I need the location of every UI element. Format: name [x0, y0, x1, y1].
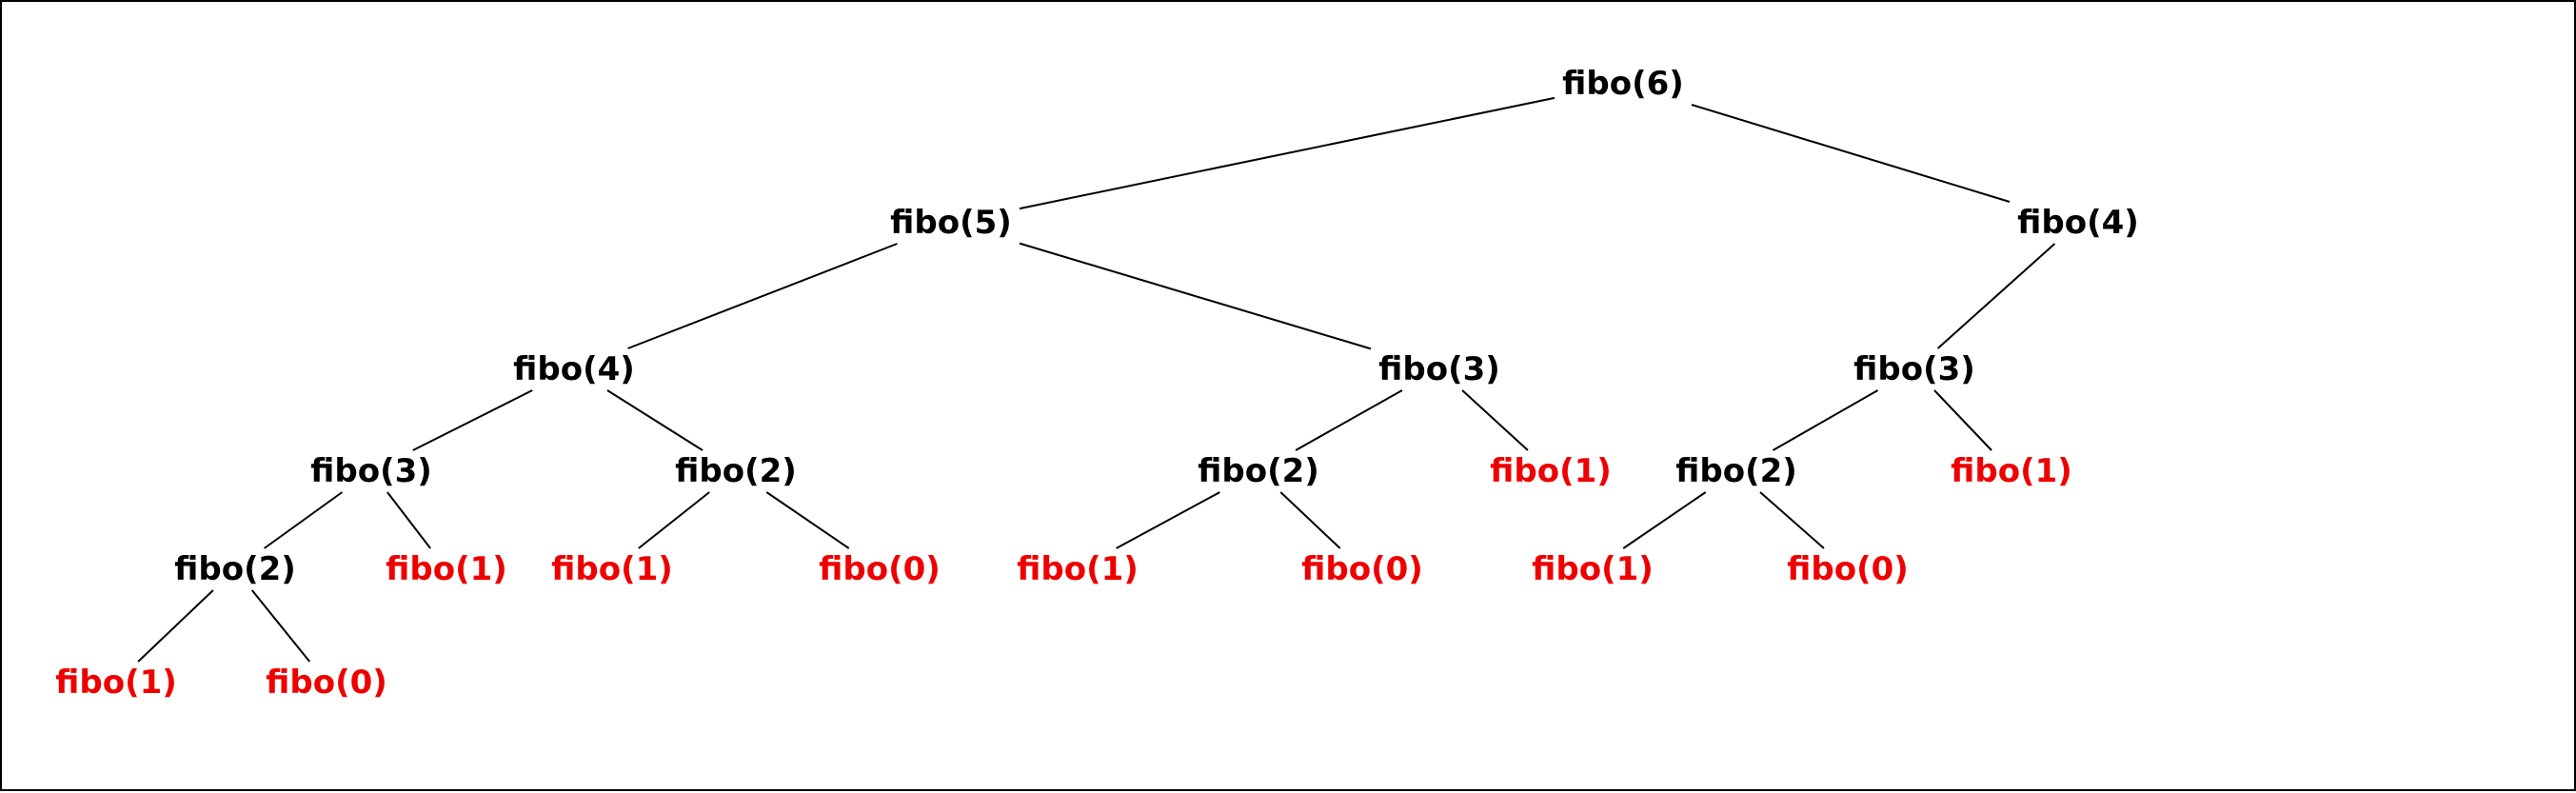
call-node-label: fibo(2) — [1198, 452, 1319, 490]
tree-edge — [606, 389, 703, 451]
leaf-node-label: fibo(1) — [551, 550, 673, 588]
leaf-node-label: fibo(0) — [1787, 550, 1909, 588]
tree-edge — [1759, 491, 1825, 549]
tree-edge — [1933, 389, 1992, 451]
tree-edge — [1936, 243, 2056, 349]
tree-nodes: fibo(6) fibo(5) fibo(4) fibo(4) fibo(3) fibo(… — [55, 65, 2139, 702]
tree-edge — [386, 491, 431, 549]
call-node-label: fibo(5) — [890, 204, 1012, 242]
call-node-label: fibo(2) — [1675, 452, 1797, 490]
tree-edge — [1295, 389, 1403, 451]
tree-edge — [1691, 104, 2011, 203]
tree-edge — [1461, 389, 1529, 451]
tree-edge — [1019, 242, 1372, 350]
tree-edge — [137, 589, 214, 663]
tree-edge — [250, 589, 311, 663]
tree-edge — [263, 491, 344, 549]
leaf-node-label: fibo(1) — [1490, 452, 1612, 490]
call-node-label: fibo(3) — [1378, 350, 1500, 388]
leaf-node-label: fibo(0) — [1301, 550, 1423, 588]
tree-edge — [1019, 96, 1556, 210]
tree-edge — [1772, 389, 1879, 451]
call-node-label: fibo(2) — [675, 452, 797, 490]
leaf-node-label: fibo(1) — [1532, 550, 1654, 588]
call-node-label: fibo(3) — [1853, 350, 1975, 388]
tree-edge — [1116, 491, 1220, 549]
leaf-node-label: fibo(1) — [1017, 550, 1139, 588]
tree-edge — [638, 491, 710, 549]
leaf-node-label: fibo(0) — [819, 550, 941, 588]
tree-edges — [137, 96, 2056, 663]
call-node-label: fibo(6) — [1562, 65, 1684, 103]
tree-edge — [1622, 491, 1707, 549]
tree-edge — [412, 389, 533, 451]
leaf-node-label: fibo(0) — [266, 664, 387, 702]
tree-edge — [627, 243, 898, 349]
call-node-label: fibo(4) — [2017, 204, 2139, 242]
tree-edge — [765, 491, 850, 549]
leaf-node-label: fibo(1) — [55, 664, 177, 702]
call-node-label: fibo(2) — [174, 550, 296, 588]
call-node-label: fibo(4) — [513, 350, 635, 388]
leaf-node-label: fibo(1) — [386, 550, 507, 588]
leaf-node-label: fibo(1) — [1951, 452, 2072, 490]
tree-edge — [1279, 491, 1341, 549]
call-node-label: fibo(3) — [310, 452, 432, 490]
